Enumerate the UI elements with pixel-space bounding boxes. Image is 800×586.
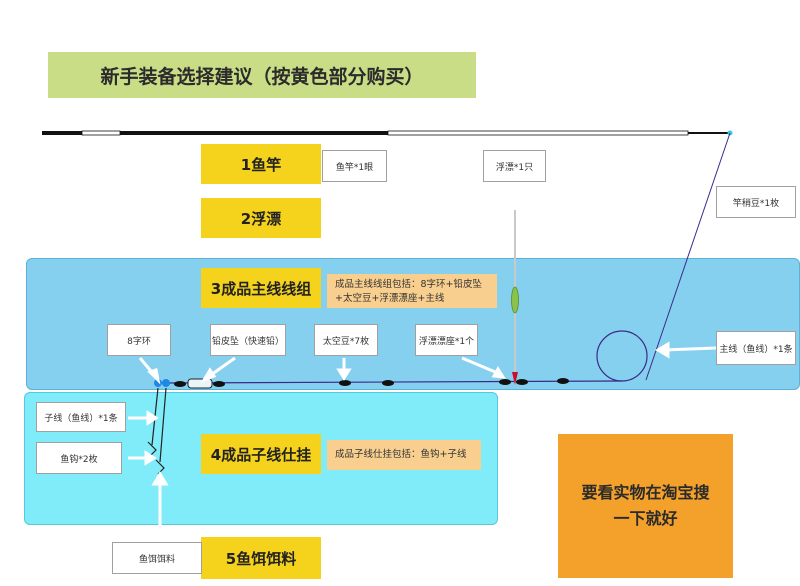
label-float-seat: 浮漂漂座*1个 [415,324,478,356]
item-bait: 5鱼饵饵料 [201,537,321,579]
label-hook-qty: 鱼钩*2枚 [36,442,122,474]
item-rod: 1鱼竿 [201,144,321,184]
item-float: 2浮漂 [201,198,321,238]
item-sub-line: 4成品子线仕挂 [201,434,321,474]
label-arrows [128,341,717,540]
label-bait: 鱼饵饵料 [112,542,202,574]
label-swivel: 8字环 [107,324,171,356]
label-main-line-qty: 主线（鱼线）*1条 [716,331,796,365]
label-space-bean: 太空豆*7枚 [314,324,378,356]
note-sub-line-contents: 成品子线仕挂包括：鱼钩+子线 [327,440,481,470]
fishing-rod-icon [42,130,733,136]
label-float-qty: 浮漂*1只 [483,150,546,182]
note-main-line-contents: 成品主线线组包括：8字环+铅皮坠+太空豆+浮漂漂座+主线 [327,274,497,308]
taobao-tip-text: 要看实物在淘宝搜一下就好 [581,483,710,528]
float-icon [511,210,519,385]
item-main-line: 3成品主线线组 [201,268,321,308]
label-rod-tip: 竿稍豆*1枚 [716,186,796,218]
space-bean-icon [174,378,569,387]
line-loop-icon [596,330,648,382]
page-title: 新手装备选择建议（按黄色部分购买） [48,52,476,98]
label-rod-qty: 鱼竿*1眼 [322,150,387,182]
taobao-tip: 要看实物在淘宝搜一下就好 [558,434,733,578]
label-sinker: 铅皮坠（快速铅） [210,324,286,356]
main-line [645,132,731,381]
label-sub-line-qty: 子线（鱼线）*1条 [36,402,126,432]
sinker-icon [187,378,213,389]
swivel-icon [154,379,170,387]
